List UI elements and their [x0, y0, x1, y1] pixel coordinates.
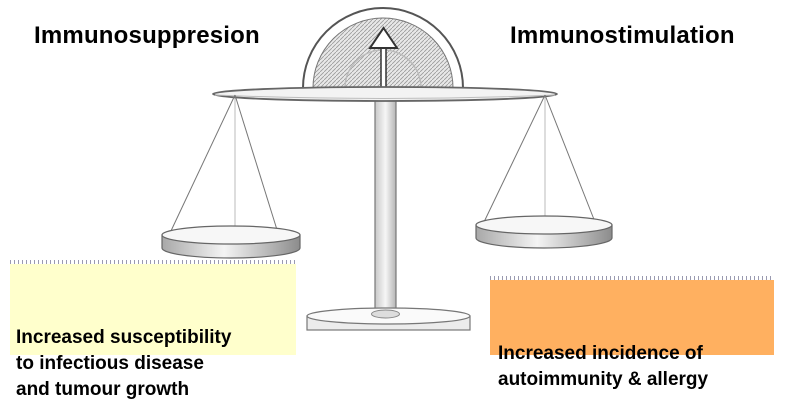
immunosuppression-heading: Immunosuppresion	[34, 22, 260, 49]
immunosuppression-effects-text: Increased susceptibility to infectious d…	[16, 327, 232, 400]
immunostimulation-heading: Immunostimulation	[510, 22, 735, 49]
caption-ruler-decoration	[10, 260, 296, 264]
left-pan-icon	[161, 94, 301, 259]
balance-beam-icon	[212, 86, 558, 102]
balance-pillar-icon	[374, 99, 397, 313]
caption-ruler-decoration	[490, 276, 774, 280]
balance-scale-icon	[161, 7, 613, 331]
immunostimulation-effects-text: Increased incidence of autoimmunity & al…	[498, 343, 709, 390]
right-pan-icon	[475, 94, 613, 249]
immunosuppression-effects-caption: Increased susceptibility to infectious d…	[10, 260, 296, 400]
immunostimulation-effects-caption: Increased incidence of autoimmunity & al…	[490, 276, 774, 390]
balance-base-icon	[306, 307, 471, 331]
